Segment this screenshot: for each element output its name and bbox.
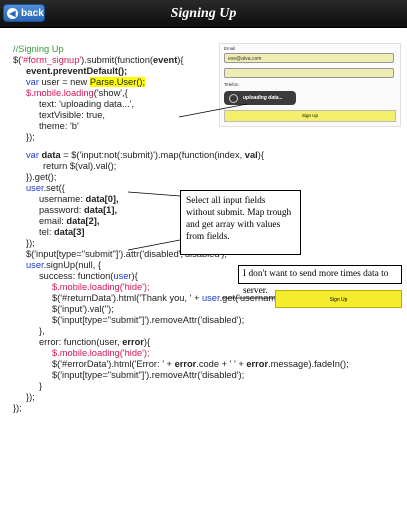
code-line-12: }).get(); <box>26 172 57 182</box>
arrow-loading <box>178 103 248 118</box>
code-token: Parse.User(); <box>89 77 146 87</box>
code-token: val <box>244 150 258 160</box>
page-title: Signing Up <box>170 6 237 21</box>
code-line-33: }); <box>13 403 22 413</box>
code-token: user <box>26 183 44 193</box>
code-token: success: function( <box>39 271 114 281</box>
arrow-map <box>127 191 181 197</box>
code-token: $('#errorData').html('Error: ' + <box>52 359 175 369</box>
code-token: = $('input:not(:submit)').map(function(i… <box>60 150 245 160</box>
note-select-inputs: Select all input fields without submit. … <box>180 190 301 255</box>
code-line-2: $('#form_signup').submit(function(event)… <box>13 55 184 66</box>
code-line-11: return $(val).val(); <box>43 161 117 171</box>
code-line-7: textVisible: true, <box>39 110 105 120</box>
code-token: data[1], <box>83 205 118 215</box>
tel-label: Telefon <box>224 82 239 87</box>
code-token: .code + ' ' + <box>196 359 247 369</box>
code-line-28: $.mobile.loading('hide'); <box>52 348 150 358</box>
code-line-20: user.signUp(null, { <box>26 260 101 271</box>
code-line-27: error: function(user, error){ <box>39 337 150 348</box>
code-token: '#form_signup' <box>21 55 82 65</box>
code-token: data[2], <box>66 216 100 226</box>
code-line-32: }); <box>26 392 35 402</box>
code-line-26: }, <box>39 326 45 336</box>
code-line-5: $.mobile.loading('show',{ <box>26 88 128 99</box>
code-token: ){ <box>131 271 138 281</box>
top-bar: ◀ back Signing Up <box>0 0 407 28</box>
code-line-18: }); <box>26 238 35 248</box>
code-token: $( <box>13 55 22 65</box>
text-field[interactable] <box>224 68 394 78</box>
disabled-signup-button[interactable]: Sign Up <box>275 290 402 308</box>
spinner-icon <box>229 93 238 103</box>
note-disable-submit: I don't want to send more times data to … <box>238 265 402 296</box>
code-line-8: theme: 'b' <box>39 121 79 131</box>
code-token: event <box>153 55 178 65</box>
code-token: .signUp(null, { <box>43 260 101 270</box>
arrow-left-icon: ◀ <box>7 7 18 19</box>
code-line-15: password: data[1], <box>39 205 117 216</box>
code-token: user <box>201 293 220 303</box>
code-token: .set({ <box>43 183 65 193</box>
code-line-14: username: data[0], <box>39 194 119 205</box>
code-line-13: user.set({ <box>26 183 65 194</box>
code-token: data[0], <box>85 194 119 204</box>
code-token: $.mobile.loading <box>26 88 94 98</box>
code-line-19: $('input[type="submit"]').attr('disabled… <box>26 249 227 259</box>
code-token: var <box>26 150 39 160</box>
code-token: $('#returnData').html('Thank you, ' + <box>52 293 202 303</box>
code-line-1: //Signing Up <box>13 44 64 54</box>
code-token: .message).fadeIn(); <box>268 359 349 369</box>
signup-button[interactable]: Sign Up <box>224 110 396 122</box>
code-line-21: success: function(user){ <box>39 271 138 282</box>
code-token: ){ <box>257 150 264 160</box>
code-token: error <box>122 337 144 347</box>
code-token: ){ <box>143 337 151 347</box>
loading-overlay: uploading data... <box>224 91 296 105</box>
code-line-6: text: 'uploading data...', <box>39 99 135 109</box>
code-line-29: $('#errorData').html('Error: ' + error.c… <box>52 359 349 370</box>
code-token: error: function(user, <box>39 337 123 347</box>
code-token: data[3] <box>54 227 85 237</box>
code-line-17: tel: data[3] <box>39 227 84 238</box>
code-token: tel: <box>39 227 54 237</box>
code-token: email: <box>39 216 67 226</box>
code-token: password: <box>39 205 84 215</box>
code-line-31: } <box>39 381 43 391</box>
code-line-22: $.mobile.loading('hide'); <box>52 282 150 292</box>
code-token: ).submit(function( <box>81 55 153 65</box>
email-field[interactable]: eve@atva.com <box>224 53 394 63</box>
code-token: ('show',{ <box>93 88 128 98</box>
back-label: back <box>21 7 44 19</box>
code-token: user <box>113 271 132 281</box>
code-token: error <box>246 359 269 369</box>
code-line-10: var data = $('input:not(:submit)').map(f… <box>26 150 264 161</box>
code-token: error <box>174 359 197 369</box>
code-line-3: event.preventDefault(); <box>26 66 128 76</box>
code-token: user = new <box>38 77 90 87</box>
code-line-4: var user = new Parse.User(); <box>26 77 146 88</box>
code-token: username: <box>39 194 86 204</box>
code-token: ){ <box>177 55 184 65</box>
code-line-25: $('input[type="submit"]').removeAttr('di… <box>52 315 245 325</box>
code-line-24: $('input').val(''); <box>52 304 114 314</box>
code-token: data <box>38 150 61 160</box>
arrow-data <box>127 239 181 251</box>
code-line-16: email: data[2], <box>39 216 99 227</box>
code-token: user <box>26 260 44 270</box>
loading-text: uploading data... <box>243 95 283 101</box>
signup-form-preview: Email eve@atva.com Telefon uploading dat… <box>219 43 401 127</box>
email-label: Email <box>224 46 236 51</box>
back-button[interactable]: ◀ back <box>3 4 45 22</box>
code-token: var <box>26 77 39 87</box>
code-line-30: $('input[type="submit"]').removeAttr('di… <box>52 370 245 380</box>
code-line-9: }); <box>26 132 35 142</box>
